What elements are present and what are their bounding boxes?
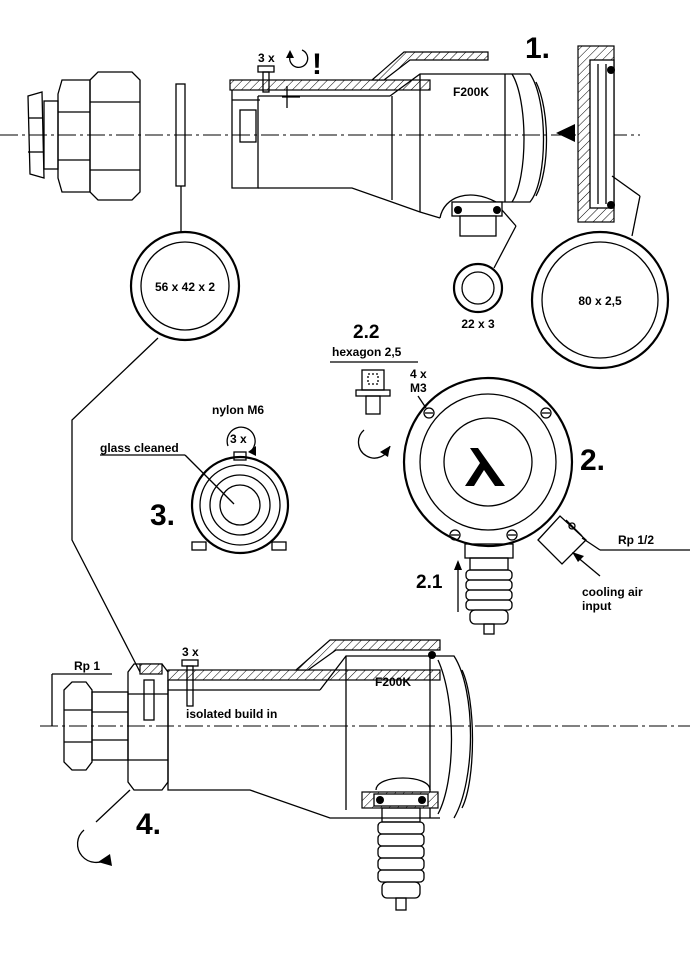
rp-one-label: Rp 1 [74, 659, 100, 673]
front-view: 2.2 hexagon 2,5 4 x M3 2. [330, 322, 690, 635]
large-oring-size-label: 80 x 2,5 [578, 294, 622, 308]
small-oring-callout: 22 x 3 [452, 209, 517, 331]
glass-ring [190, 451, 290, 555]
m3-size-label: M3 [410, 381, 427, 395]
glass-view: nylon M6 3 x glass cleaned 3. [100, 403, 290, 555]
step-2-1-label: 2.1 [416, 572, 443, 593]
bottom-assembly: Rp 1 F200K [40, 337, 690, 911]
nylon-count-label: 3 x [230, 432, 247, 446]
bottom-housing-model-label: F200K [375, 675, 411, 689]
bottom-screw [181, 659, 199, 707]
step-1-label: 1. [525, 32, 550, 65]
gasket-callout: 56 x 42 x 2 [129, 186, 241, 342]
rp-half-label: Rp 1/2 [618, 533, 654, 547]
top-assembly: F200K 3 x ! 1. [0, 32, 670, 370]
bottom-rotate-icon [76, 829, 109, 864]
bottom-connector [361, 777, 439, 911]
bottom-screw-count: 3 x [182, 645, 199, 659]
top-housing-body: F200K [229, 51, 548, 219]
small-oring-size-label: 22 x 3 [461, 317, 495, 331]
large-oring-callout: 80 x 2,5 [530, 175, 670, 370]
bottom-hex-nut [63, 663, 169, 791]
m3-count-label: 4 x [410, 367, 427, 381]
faceplate-outer [402, 376, 574, 548]
isolated-label: isolated build in [186, 707, 277, 721]
step-2-label: 2. [580, 444, 605, 477]
top-screw [257, 65, 300, 108]
front-connector [464, 543, 514, 635]
cooling-air-label-2: input [582, 599, 611, 613]
top-housing-model-label: F200K [453, 85, 489, 99]
cooling-air-label-1: cooling air [582, 585, 643, 599]
warning-icon: ! [312, 48, 322, 81]
hexagon-label: hexagon 2,5 [332, 345, 402, 359]
brand-logo-icon [465, 448, 505, 486]
bottom-housing-body: F200K [139, 639, 474, 819]
nylon-rotate-icon [226, 426, 256, 451]
gasket-size-label: 56 x 42 x 2 [155, 280, 215, 294]
top-hex-nut [27, 71, 141, 201]
step-2-2-label: 2.2 [353, 322, 379, 343]
step-4-label: 4. [136, 808, 161, 841]
insert-arrow-icon [556, 124, 575, 142]
top-screw-count: 3 x [258, 51, 275, 65]
step-3-label: 3. [150, 499, 175, 532]
glass-cleaned-label: glass cleaned [100, 441, 179, 455]
hex-screw [355, 369, 391, 415]
window-flange [577, 45, 615, 223]
top-rotate-icon [289, 49, 309, 68]
nylon-label: nylon M6 [212, 403, 264, 417]
small-oring-seat [451, 201, 503, 237]
